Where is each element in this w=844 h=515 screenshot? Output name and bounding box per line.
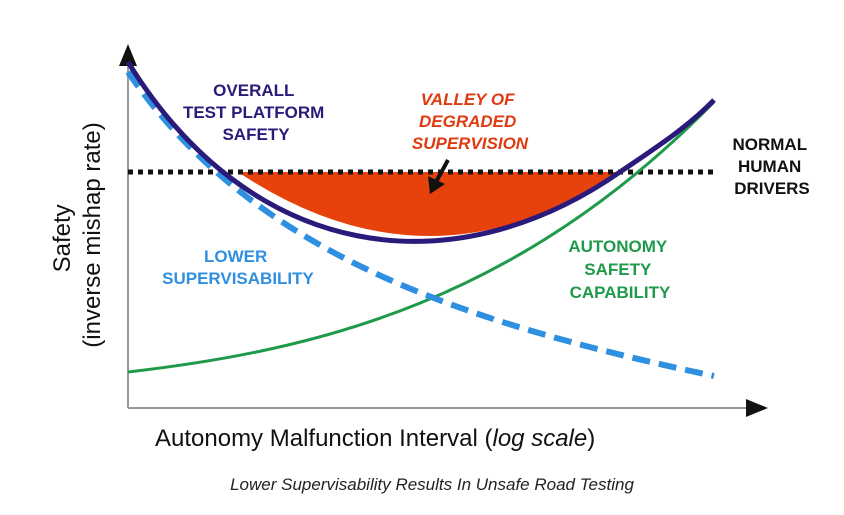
valley-label: VALLEY OF DEGRADED SUPERVISION (412, 90, 529, 153)
overall-safety-label: OVERALL TEST PLATFORM SAFETY (183, 81, 329, 144)
autonomy-safety-capability-label: AUTONOMY SAFETY CAPABILITY (568, 237, 671, 302)
valley-arrow-shaft (434, 159, 450, 183)
x-axis-arrow-icon (746, 399, 768, 417)
diagram-caption: Lower Supervisability Results In Unsafe … (230, 475, 634, 494)
normal-human-drivers-label: NORMAL HUMAN DRIVERS (732, 135, 811, 198)
autonomy-safety-capability-curve (127, 100, 716, 374)
y-axis-arrow-icon (119, 44, 137, 66)
lower-supervisability-label: LOWER SUPERVISABILITY (162, 247, 314, 288)
overall-test-platform-safety-curve (125, 60, 716, 244)
y-axis-title: Safety (inverse mishap rate) (49, 122, 106, 347)
x-axis-title: Autonomy Malfunction Interval (log scale… (155, 425, 595, 452)
valley-arrow-icon (428, 176, 445, 194)
lower-supervisability-curve (125, 70, 715, 379)
